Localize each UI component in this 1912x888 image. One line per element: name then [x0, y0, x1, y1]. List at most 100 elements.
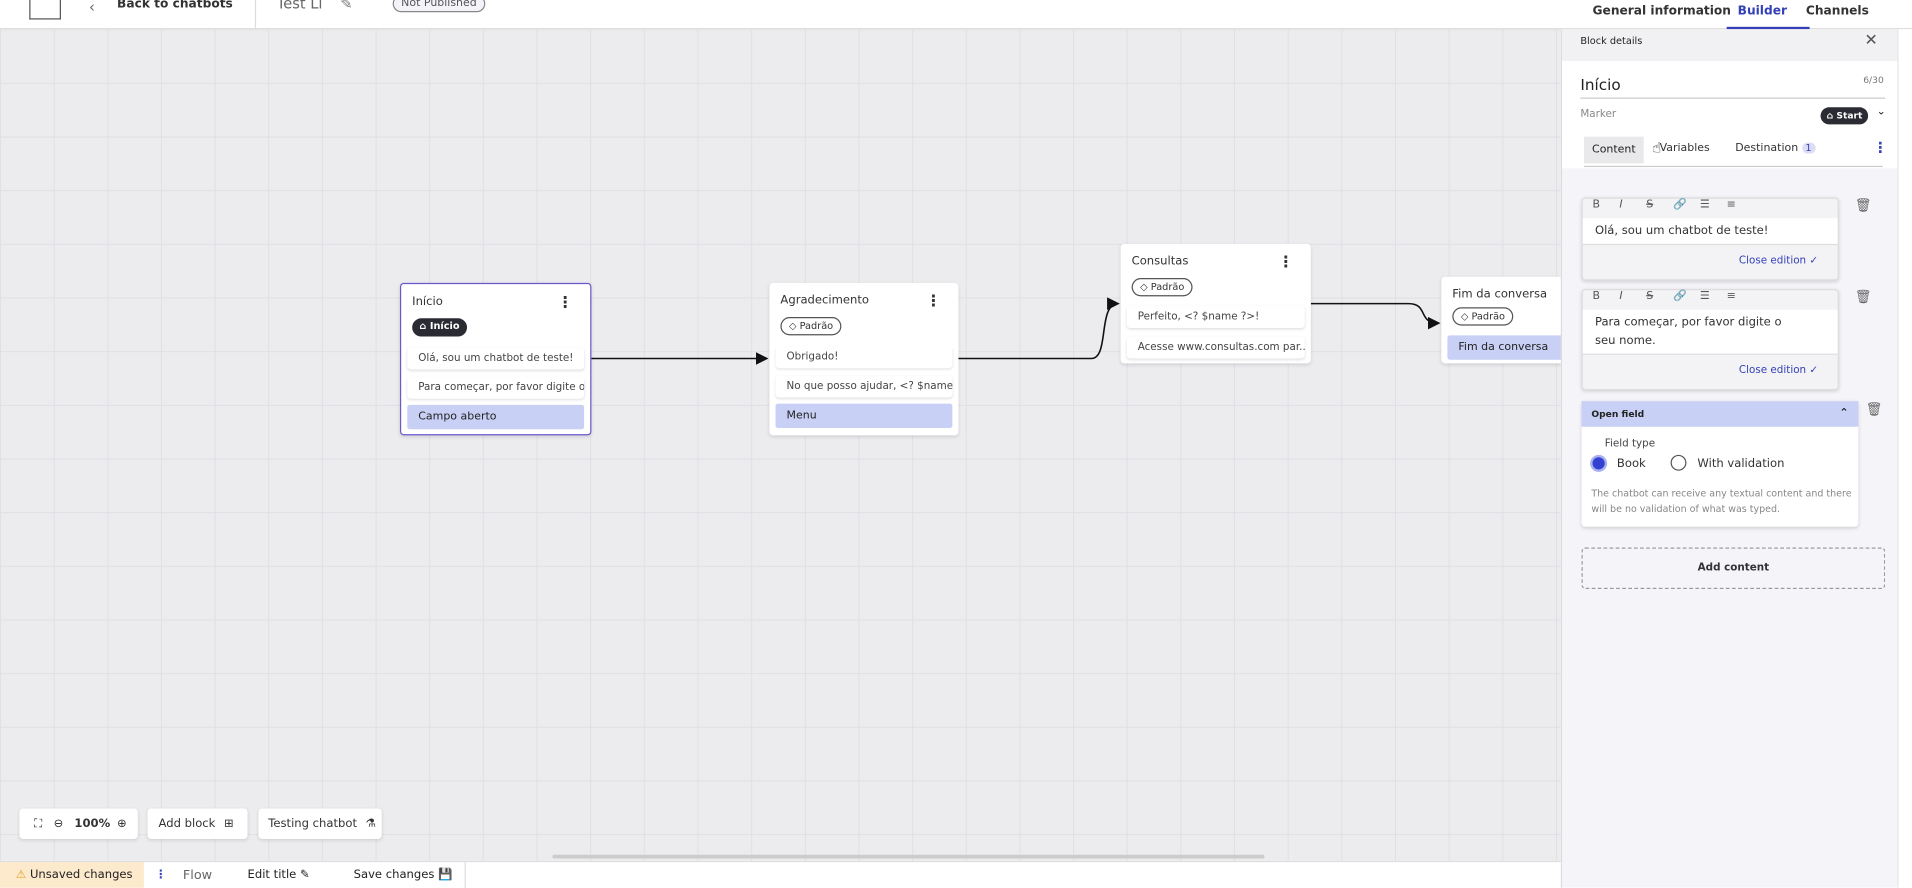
strikethrough-icon[interactable]: S — [1646, 198, 1654, 211]
trash-icon[interactable]: 🗑 — [1854, 288, 1872, 305]
marker-label: Padrão — [799, 320, 834, 332]
text-content-editor[interactable]: B I S 🔗 ☰ ≡ Para começar, por favor digite o … — [1581, 288, 1839, 391]
close-edition-button[interactable]: Close edition ✓ — [1738, 364, 1819, 377]
italic-icon[interactable]: I — [1619, 198, 1623, 211]
kebab-menu-icon[interactable]: ⋮ — [925, 292, 942, 311]
horizontal-scrollbar[interactable] — [552, 854, 1265, 859]
formatting-toolbar: B I S 🔗 ☰ ≡ — [1583, 199, 1838, 219]
radio-book-label: Book — [1616, 457, 1646, 471]
message-item[interactable]: No que posso ajudar, <? $name ... — [775, 375, 953, 398]
connections — [591, 297, 1441, 365]
block-title: Fim da conversa — [1452, 287, 1548, 302]
kebab-menu-icon[interactable]: ⋮ — [154, 868, 167, 882]
block-title: Consultas — [1131, 254, 1189, 269]
flow-canvas[interactable]: Início ⋮ ⌂ Início Olá, sou um chatbot de… — [0, 29, 1576, 861]
subtab-variables[interactable]: Variables — [1659, 142, 1710, 155]
subtab-destination[interactable]: Destination 1 — [1735, 142, 1816, 155]
input-underline — [1580, 97, 1886, 99]
kebab-menu-icon[interactable]: ⋮ — [1872, 139, 1888, 157]
numbered-list-icon[interactable]: ≡ — [1726, 198, 1736, 211]
open-field-header[interactable]: Open field ⌃ — [1581, 401, 1859, 427]
chatbot-title[interactable]: Test Li — [276, 0, 323, 13]
zoom-controls: ⛶ ⊖ 100% ⊕ — [19, 808, 138, 839]
italic-icon[interactable]: I — [1619, 290, 1623, 303]
block-card-fim-da-conversa[interactable]: Fim da conversa ◇ Padrão Fim da conversa — [1441, 276, 1576, 364]
bold-icon[interactable]: B — [1592, 290, 1601, 303]
edit-title-button[interactable]: Edit title ✎ — [248, 862, 310, 888]
close-icon[interactable]: ✕ — [1864, 31, 1878, 50]
subtab-content[interactable]: Content — [1584, 136, 1644, 164]
kebab-menu-icon[interactable]: ⋮ — [557, 293, 574, 313]
strikethrough-icon[interactable]: S — [1646, 290, 1654, 303]
unsaved-label: Unsaved changes — [29, 868, 133, 882]
flow-label[interactable]: Flow — [182, 868, 213, 883]
pencil-icon: ✎ — [300, 868, 310, 882]
block-name-input[interactable]: Início — [1580, 75, 1621, 94]
block-title: Agradecimento — [780, 293, 870, 308]
action-item[interactable]: Fim da conversa — [1447, 335, 1570, 360]
edit-title-label: Edit title — [247, 868, 297, 882]
active-tab-underline — [1726, 26, 1810, 30]
trash-icon[interactable]: 🗑 — [1865, 401, 1883, 418]
chevron-left-icon[interactable]: ‹ — [89, 0, 95, 16]
action-item[interactable]: Menu — [775, 403, 953, 429]
trash-icon[interactable]: 🗑 — [1854, 197, 1872, 214]
message-item[interactable]: Acesse www.consultas.com par... — [1126, 336, 1305, 359]
radio-with-validation[interactable] — [1670, 454, 1687, 471]
subtab-underline — [1584, 165, 1883, 168]
numbered-list-icon[interactable]: ≡ — [1726, 290, 1736, 303]
fit-screen-icon[interactable]: ⛶ — [34, 816, 43, 831]
block-card-agradecimento[interactable]: Agradecimento ⋮ ◇ Padrão Obrigado! No qu… — [769, 282, 959, 436]
editor-text[interactable]: Para começar, por favor digite o seu nom… — [1582, 309, 1838, 355]
action-item[interactable]: Campo aberto — [407, 404, 585, 430]
tab-general-information[interactable]: General information — [1592, 4, 1731, 19]
panel-title: Block details — [1580, 35, 1643, 47]
save-changes-button[interactable]: Save changes 💾 — [354, 862, 453, 888]
block-card-inicio[interactable]: Início ⋮ ⌂ Início Olá, sou um chatbot de… — [399, 282, 592, 436]
close-edition-button[interactable]: Close edition ✓ — [1738, 254, 1819, 268]
marker-pill: ◇ Padrão — [1131, 278, 1193, 297]
edge-agradecimento-consultas — [958, 297, 1120, 360]
vertical-scrollbar[interactable] — [1897, 29, 1912, 888]
top-bar: ‹ Back to chatbots Test Li ✎ Not Publish… — [0, 0, 1912, 30]
link-icon[interactable]: 🔗 — [1673, 290, 1687, 303]
message-item[interactable]: Obrigado! — [775, 346, 953, 369]
chevron-up-icon[interactable]: ⌃ — [1839, 407, 1849, 420]
marker-select[interactable]: ⌂ Start — [1820, 107, 1869, 125]
field-type-label: Field type — [1604, 437, 1656, 450]
radio-book[interactable] — [1590, 454, 1608, 472]
bold-icon[interactable]: B — [1592, 198, 1601, 211]
message-item[interactable]: Olá, sou um chatbot de teste! — [407, 347, 585, 370]
editor-text[interactable]: Olá, sou um chatbot de teste! — [1582, 218, 1838, 246]
status-badge: Not Published — [392, 0, 486, 13]
panel-form: Início 6/30 Marker ⌂ Start ⌄ Content Var… — [1562, 60, 1899, 169]
edit-pencil-icon[interactable]: ✎ — [340, 0, 353, 13]
zoom-out-icon[interactable]: ⊖ — [53, 816, 64, 831]
kebab-menu-icon[interactable]: ⋮ — [1277, 253, 1294, 272]
destination-count-badge: 1 — [1801, 142, 1816, 154]
message-item[interactable]: Para começar, por favor digite o ... — [407, 376, 585, 399]
zoom-in-icon[interactable]: ⊕ — [117, 816, 127, 831]
block-card-consultas[interactable]: Consultas ⋮ ◇ Padrão Perfeito, <? $name … — [1120, 243, 1311, 364]
testing-chatbot-label: Testing chatbot — [268, 816, 358, 831]
message-item[interactable]: Perfeito, <? $name ?>! — [1126, 306, 1305, 329]
link-icon[interactable]: 🔗 — [1673, 198, 1687, 211]
bottom-bar: ⚠ Unsaved changes ⋮ Flow Edit title ✎ Sa… — [0, 860, 1561, 888]
block-title: Início — [412, 295, 443, 309]
open-field-section: Open field ⌃ Field type Book With valida… — [1581, 401, 1859, 527]
chevron-down-icon[interactable]: ⌄ — [1876, 106, 1886, 119]
marker-label: Padrão — [1150, 281, 1185, 293]
tab-channels[interactable]: Channels — [1805, 4, 1869, 19]
back-to-chatbots-link[interactable]: Back to chatbots — [117, 0, 233, 11]
hand-cursor-icon: ☝ — [1652, 139, 1662, 157]
zoom-level: 100% — [74, 816, 111, 831]
bullet-list-icon[interactable]: ☰ — [1699, 290, 1710, 303]
tab-builder[interactable]: Builder — [1737, 4, 1787, 19]
text-content-editor[interactable]: B I S 🔗 ☰ ≡ Olá, sou um chatbot de teste! Clo… — [1581, 197, 1839, 281]
add-block-button[interactable]: Add block ⊞ — [147, 808, 248, 839]
warning-icon: ⚠ — [15, 868, 27, 882]
add-content-button[interactable]: Add content — [1581, 547, 1886, 589]
char-count: 6/30 — [1863, 74, 1884, 86]
bullet-list-icon[interactable]: ☰ — [1699, 198, 1710, 211]
testing-chatbot-button[interactable]: Testing chatbot ⚗ — [258, 808, 382, 839]
